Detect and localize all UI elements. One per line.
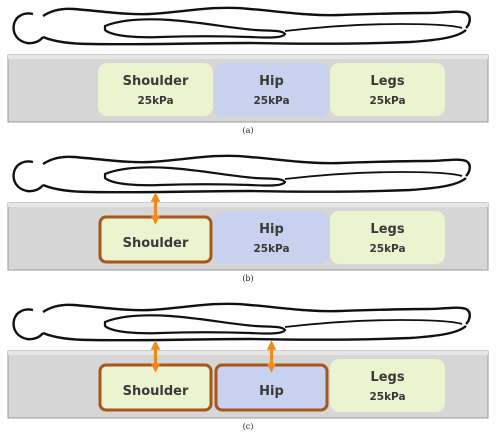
cell-name-label: Shoulder [123,384,189,399]
cell-name-label: Legs [370,222,404,237]
cell-legs: Legs 25kPa [330,63,445,116]
cell-box [214,63,329,116]
panel-caption: (c) [243,422,254,431]
cell-legs: Legs 25kPa [330,359,445,412]
cell-box [330,359,445,412]
body-outline [14,8,470,44]
cell-shoulder: Shoulder 25kPa [98,63,213,116]
panel-caption: (a) [242,126,253,135]
body-outline [14,304,470,340]
body-outline [14,156,470,192]
mattress-top-surface [8,55,488,59]
cell-hip: Hip 25kPa [214,211,329,264]
cell-name-label: Shoulder [123,74,189,89]
mattress-top-surface [8,351,488,355]
cell-name-label: Hip [259,384,284,399]
cell-box [98,63,213,116]
panel-c: Shoulder Hip Legs 25kPa (c) [8,304,488,431]
cell-pressure-label: 25kPa [369,243,405,255]
cell-pressure-label: 25kPa [137,95,173,107]
cell-pressure-label: 25kPa [369,95,405,107]
cell-pressure-label: 25kPa [253,95,289,107]
cell-legs: Legs 25kPa [330,211,445,264]
cell-pressure-label: 25kPa [253,243,289,255]
cell-hip: Hip 25kPa [214,63,329,116]
panel-caption: (b) [242,274,253,283]
cell-name-label: Legs [370,370,404,385]
cell-name-label: Hip [259,222,284,237]
cell-box [330,211,445,264]
cell-name-label: Legs [370,74,404,89]
cell-pressure-label: 25kPa [369,391,405,403]
cell-box [214,211,329,264]
panels-layer: Shoulder25kPaHip25kPaLegs25kPa(a)Shoulde… [8,8,488,431]
panel-b: Shoulder Hip 25kPa Legs 25kPa (b) [8,156,488,283]
panel-a: Shoulder 25kPa Hip 25kPa Legs 25kPa (a) [8,8,488,135]
cell-box [330,63,445,116]
mattress-top-surface [8,203,488,207]
cell-name-label: Shoulder [123,236,189,251]
cell-name-label: Hip [259,74,284,89]
